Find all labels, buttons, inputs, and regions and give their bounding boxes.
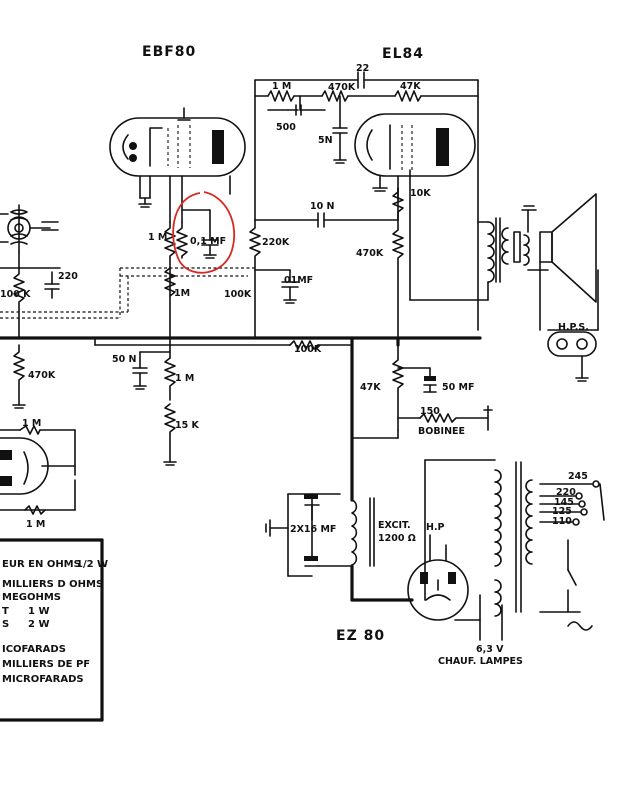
r-1m-low-label: 1 M [175, 373, 194, 384]
v220-label: 220 [556, 487, 576, 498]
hp-label: H.P [426, 522, 445, 533]
legend-line5b: 2 W [28, 619, 49, 630]
r-1m-leftB-label: 1 M [26, 519, 45, 530]
ez80-label: EZ 80 [336, 628, 385, 644]
r-100k-line-label: 100K [294, 344, 322, 355]
left-input-stage [0, 204, 76, 515]
legend-line1: EUR EN OHMS [2, 559, 81, 570]
ebf80-circuit [0, 187, 404, 339]
feedback-network [254, 71, 479, 331]
v245-label: 245 [568, 471, 588, 482]
c-50mf-label: 50 MF [442, 382, 474, 393]
r-10k-label: 10K [410, 188, 431, 199]
ebf80-label: EBF80 [142, 44, 196, 60]
bus-lines [0, 336, 482, 502]
r-1m-mid-label: 1M [174, 288, 190, 299]
v63-label: 6,3 V [476, 644, 504, 655]
r-1m-leftA-label: 1 M [22, 418, 41, 429]
power-supply [265, 344, 605, 641]
r-47k-top-label: 47K [400, 81, 421, 92]
chauf-label: CHAUF. LAMPES [438, 656, 523, 667]
legend-line4b: 1 W [28, 606, 49, 617]
c-500-label: 500 [276, 122, 296, 133]
excit-value-label: 1200 Ω [378, 533, 416, 544]
lower-left-stage [132, 337, 177, 466]
v145-label: 145 [554, 497, 574, 508]
c-22-label: 22 [356, 63, 369, 74]
v110-label: 110 [552, 516, 572, 527]
el84-tube [354, 113, 476, 221]
v125-label: 125 [552, 506, 572, 517]
legend-line1-fraction: 1/2 W [76, 559, 108, 570]
r-470k-mid-label: 470K [356, 248, 384, 259]
c-01mf-2-label: 01MF [284, 275, 313, 286]
legend-box [0, 538, 104, 722]
ebf80-tube [109, 107, 246, 223]
r-100k-mid-label: 100K [224, 289, 252, 300]
annotation-circle [172, 191, 236, 274]
r-100k-left-label: 100 K [0, 289, 31, 300]
r-15k-label: 15 K [175, 420, 200, 431]
c-5n-label: 5N [318, 135, 333, 146]
r-1m-top-label: 1 M [272, 81, 291, 92]
legend-line5a: S [2, 619, 9, 630]
c-220-label: 220 [58, 271, 78, 282]
legend-line3: MEGOHMS [2, 592, 61, 603]
c-10n-label: 10 N [310, 201, 335, 212]
legend-line2: MILLIERS D OHMS [2, 579, 103, 590]
r-470k-top-label: 470K [328, 82, 356, 93]
c-01mf-circled-label: 0,1 MF [190, 236, 226, 247]
r-220k-label: 220K [262, 237, 290, 248]
hps-label: H.P.S. [558, 322, 589, 333]
output-stage [409, 169, 599, 382]
bobinee-label: BOBINEE [418, 426, 465, 437]
c-2x16mf-label: 2X16 MF [290, 524, 336, 535]
legend-line4a: T [2, 606, 9, 617]
excit-label: EXCIT. [378, 520, 411, 531]
el84-label: EL84 [382, 46, 424, 62]
r-1m-grid-label: 1 M [148, 232, 167, 243]
r-47k-low-label: 47K [360, 382, 381, 393]
r-470k-left-label: 470K [28, 370, 56, 381]
legend-line6: ICOFARADS [2, 644, 66, 655]
legend-line7: MILLIERS DE PF [2, 659, 90, 670]
legend-line8: MICROFARADS [2, 674, 84, 685]
r-150-label: 150 [420, 406, 440, 417]
c-50n-label: 50 N [112, 354, 137, 365]
